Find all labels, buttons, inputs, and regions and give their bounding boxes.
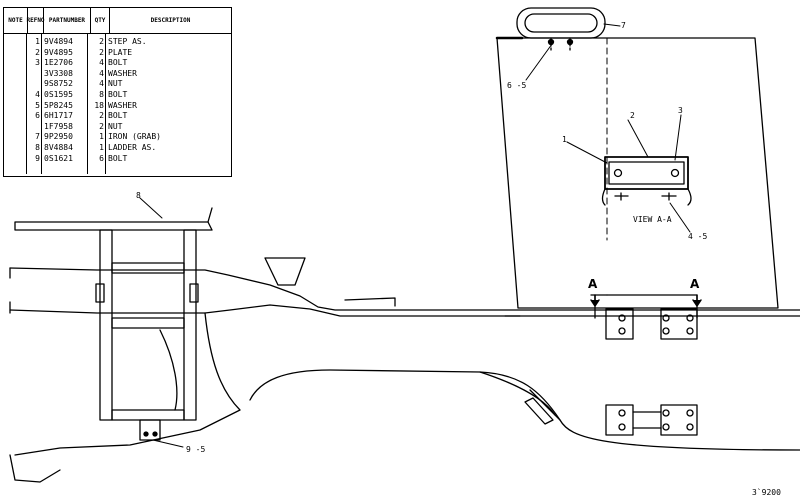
table-cell-ref: 9 — [35, 153, 40, 163]
cab-outline — [495, 36, 779, 309]
table-cell-qty: 4 — [99, 79, 104, 89]
table-cell-part: 9V4894 — [44, 37, 73, 46]
table-cell-part: 1E2706 — [44, 58, 73, 68]
table-cell-qty: 4 — [99, 58, 104, 68]
table-cell-part: 0S1621 — [44, 153, 73, 163]
table-cell-desc: LADDER AS. — [108, 142, 157, 152]
table-cell-desc: NUT — [108, 79, 123, 89]
view-label: VIEW A-A — [633, 215, 672, 224]
table-cell-ref: 1 — [35, 37, 40, 46]
header-note: NOTE — [4, 8, 28, 33]
section-label-a-right: A — [690, 277, 700, 291]
table-cell-part: 3V3308 — [44, 68, 73, 78]
ladder-assembly — [14, 207, 213, 441]
table-cell-qty: 2 — [99, 47, 104, 57]
header-ref-line1: REF — [26, 16, 38, 24]
column-note — [4, 34, 27, 174]
table-cell-desc: WASHER — [108, 100, 137, 110]
table-cell-qty: 8 — [99, 89, 104, 99]
header-part-line2: NUMBER — [63, 16, 86, 24]
table-cell-ref: 8 — [35, 142, 40, 152]
table-cell-ref: 3 — [35, 58, 40, 68]
table-cell-ref: 6 — [35, 111, 40, 121]
callout-2: 2 — [630, 111, 635, 120]
table-cell-part: 0S1595 — [44, 89, 73, 99]
table-cell-qty: 18 — [94, 100, 104, 110]
table-cell-qty: 1 — [99, 132, 104, 142]
table-cell-desc: PLATE — [108, 47, 133, 57]
callout-9-5: 9 -5 — [186, 445, 205, 454]
table-cell-qty: 1 — [99, 142, 104, 152]
header-ref: REF NO — [26, 8, 45, 33]
table-cell-part: 5P8245 — [44, 100, 73, 110]
table-cell-desc: BOLT — [108, 58, 128, 68]
section-label-a-left: A — [588, 277, 598, 291]
callout-8: 8 — [136, 191, 141, 200]
table-cell-ref: 7 — [35, 132, 40, 142]
table-cell-desc: BOLT — [108, 153, 128, 163]
leader-lines — [139, 23, 691, 448]
table-cell-desc: STEP AS. — [108, 37, 147, 46]
table-cell-qty: 2 — [99, 37, 104, 46]
table-cell-part: 8V4884 — [44, 142, 73, 152]
machine-frame — [9, 257, 800, 483]
header-description: DESCRIPTION — [150, 16, 191, 24]
table-cell-part: 9S8752 — [44, 79, 73, 89]
table-cell-ref: 5 — [35, 100, 40, 110]
callout-6-5: 6 -5 — [507, 81, 526, 90]
table-cell-part: 9P2950 — [44, 132, 73, 142]
step-detail — [601, 156, 692, 206]
table-cell-desc: IRON (GRAB) — [108, 132, 161, 142]
table-cell-part: 6H1717 — [44, 111, 73, 121]
table-cell-ref: 4 — [35, 89, 40, 99]
table-cell-desc: WASHER — [108, 68, 137, 78]
table-cell-qty: 6 — [99, 153, 104, 163]
header-ref-line2: NO — [37, 16, 45, 24]
callout-4-5: 4 -5 — [688, 232, 707, 241]
table-cell-qty: 2 — [99, 121, 104, 131]
table-cell-part: 1F7958 — [44, 121, 73, 131]
grab-iron — [516, 7, 608, 241]
table-cell-qty: 2 — [99, 111, 104, 121]
table-header: NOTE REF NO PART NUMBER QTY DESCRIPTION — [4, 8, 231, 34]
header-qty: QTY — [91, 8, 110, 33]
callout-3: 3 — [678, 106, 683, 115]
table-cell-desc: BOLT — [108, 89, 128, 99]
callout-7: 7 — [621, 21, 626, 30]
parts-table: NOTE REF NO PART NUMBER QTY DESCRIPTION … — [3, 7, 232, 177]
table-cell-desc: NUT — [108, 121, 123, 131]
drawing-number: 3`9200 — [752, 487, 781, 497]
table-cell-ref: 2 — [35, 47, 40, 57]
section-arrows — [590, 294, 702, 307]
header-part-line1: PART — [48, 16, 64, 24]
table-cell-desc: BOLT — [108, 111, 128, 121]
callout-1: 1 — [562, 135, 567, 144]
table-cell-part: 9V4895 — [44, 47, 73, 57]
header-part-number: PART NUMBER — [44, 8, 91, 33]
table-cell-qty: 4 — [99, 68, 104, 78]
